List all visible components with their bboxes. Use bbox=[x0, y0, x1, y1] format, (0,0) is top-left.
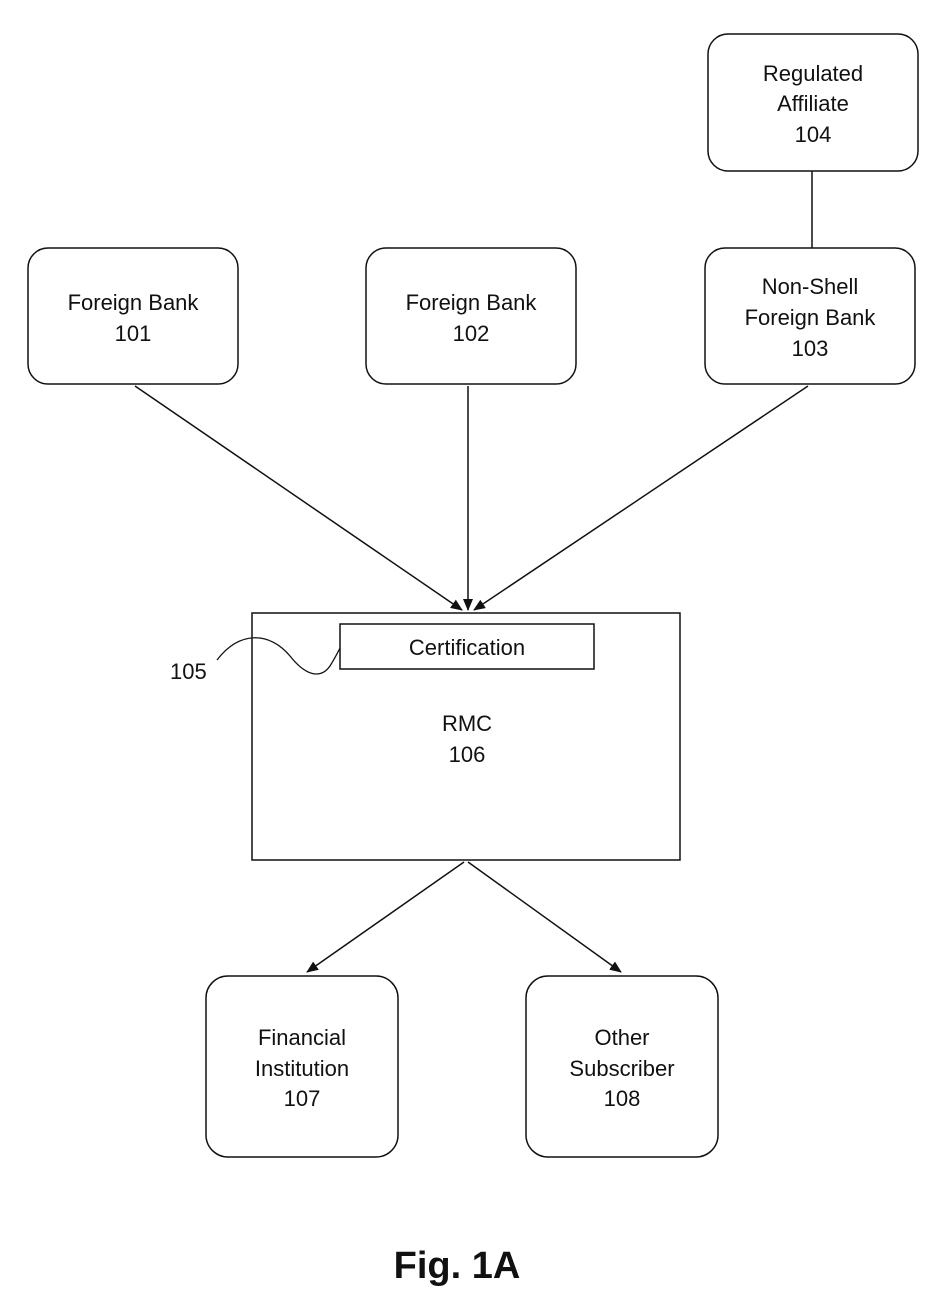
node-label-line: Foreign Bank bbox=[745, 305, 877, 330]
arrow-rmc-to-107 bbox=[307, 862, 464, 972]
node-foreign-bank-101: Foreign Bank 101 bbox=[28, 248, 238, 384]
arrow-rmc-to-108 bbox=[468, 862, 621, 972]
node-other-subscriber-108: Other Subscriber 108 bbox=[526, 976, 718, 1157]
node-label-line: RMC bbox=[442, 711, 492, 736]
node-label-line: Subscriber bbox=[569, 1056, 674, 1081]
certification-box: Certification bbox=[340, 624, 594, 669]
node-foreign-bank-102: Foreign Bank 102 bbox=[366, 248, 576, 384]
node-label-line: 107 bbox=[284, 1086, 321, 1111]
node-label-line: 102 bbox=[453, 321, 490, 346]
figure-caption: Fig. 1A bbox=[0, 1245, 944, 1288]
node-regulated-affiliate-104: Regulated Affiliate 104 bbox=[708, 34, 918, 171]
arrow-103-to-rmc bbox=[474, 386, 808, 610]
node-label-line: 104 bbox=[795, 122, 832, 147]
node-label-line: Institution bbox=[255, 1056, 349, 1081]
node-label-line: Regulated bbox=[763, 61, 863, 86]
certification-label: Certification bbox=[409, 635, 525, 660]
node-label-line: Other bbox=[594, 1025, 649, 1050]
ref-label-105: 105 bbox=[170, 659, 207, 684]
node-label-line: Affiliate bbox=[777, 91, 849, 116]
node-label-line: Foreign Bank bbox=[68, 290, 200, 315]
node-label-line: 101 bbox=[115, 321, 152, 346]
node-label-line: Foreign Bank bbox=[406, 290, 538, 315]
node-non-shell-foreign-bank-103: Non-Shell Foreign Bank 103 bbox=[705, 248, 915, 384]
node-label-line: Non-Shell bbox=[762, 274, 859, 299]
node-label-line: 108 bbox=[604, 1086, 641, 1111]
node-label-line: 106 bbox=[449, 742, 486, 767]
arrow-101-to-rmc bbox=[135, 386, 462, 610]
node-label-line: Financial bbox=[258, 1025, 346, 1050]
node-financial-institution-107: Financial Institution 107 bbox=[206, 976, 398, 1157]
node-label-line: 103 bbox=[792, 336, 829, 361]
